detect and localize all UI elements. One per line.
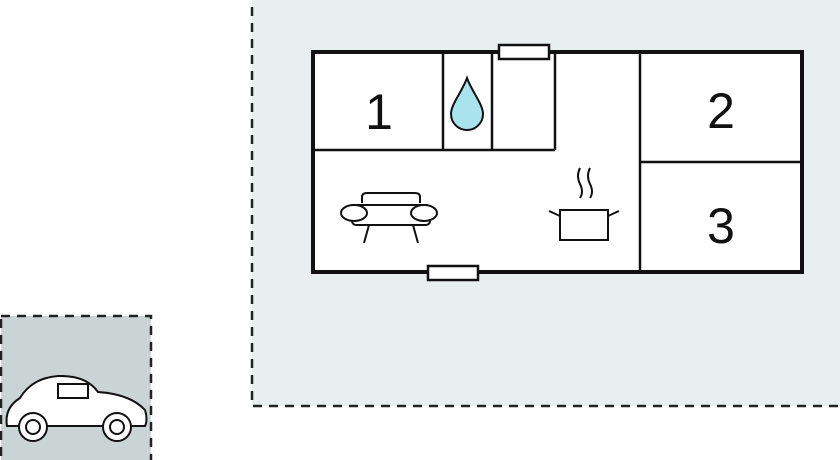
- car-icon: [5, 374, 148, 442]
- room-label-2: 2: [707, 83, 735, 139]
- interior-walls: [313, 52, 802, 272]
- window-top: [497, 43, 551, 61]
- room-label-3: 3: [707, 198, 735, 254]
- room-label-1: 1: [365, 84, 393, 140]
- water-drop-icon: [449, 75, 485, 131]
- cooking-pot-icon: [548, 167, 620, 241]
- sofa-icon: [340, 192, 438, 244]
- entrance-door: [426, 264, 480, 282]
